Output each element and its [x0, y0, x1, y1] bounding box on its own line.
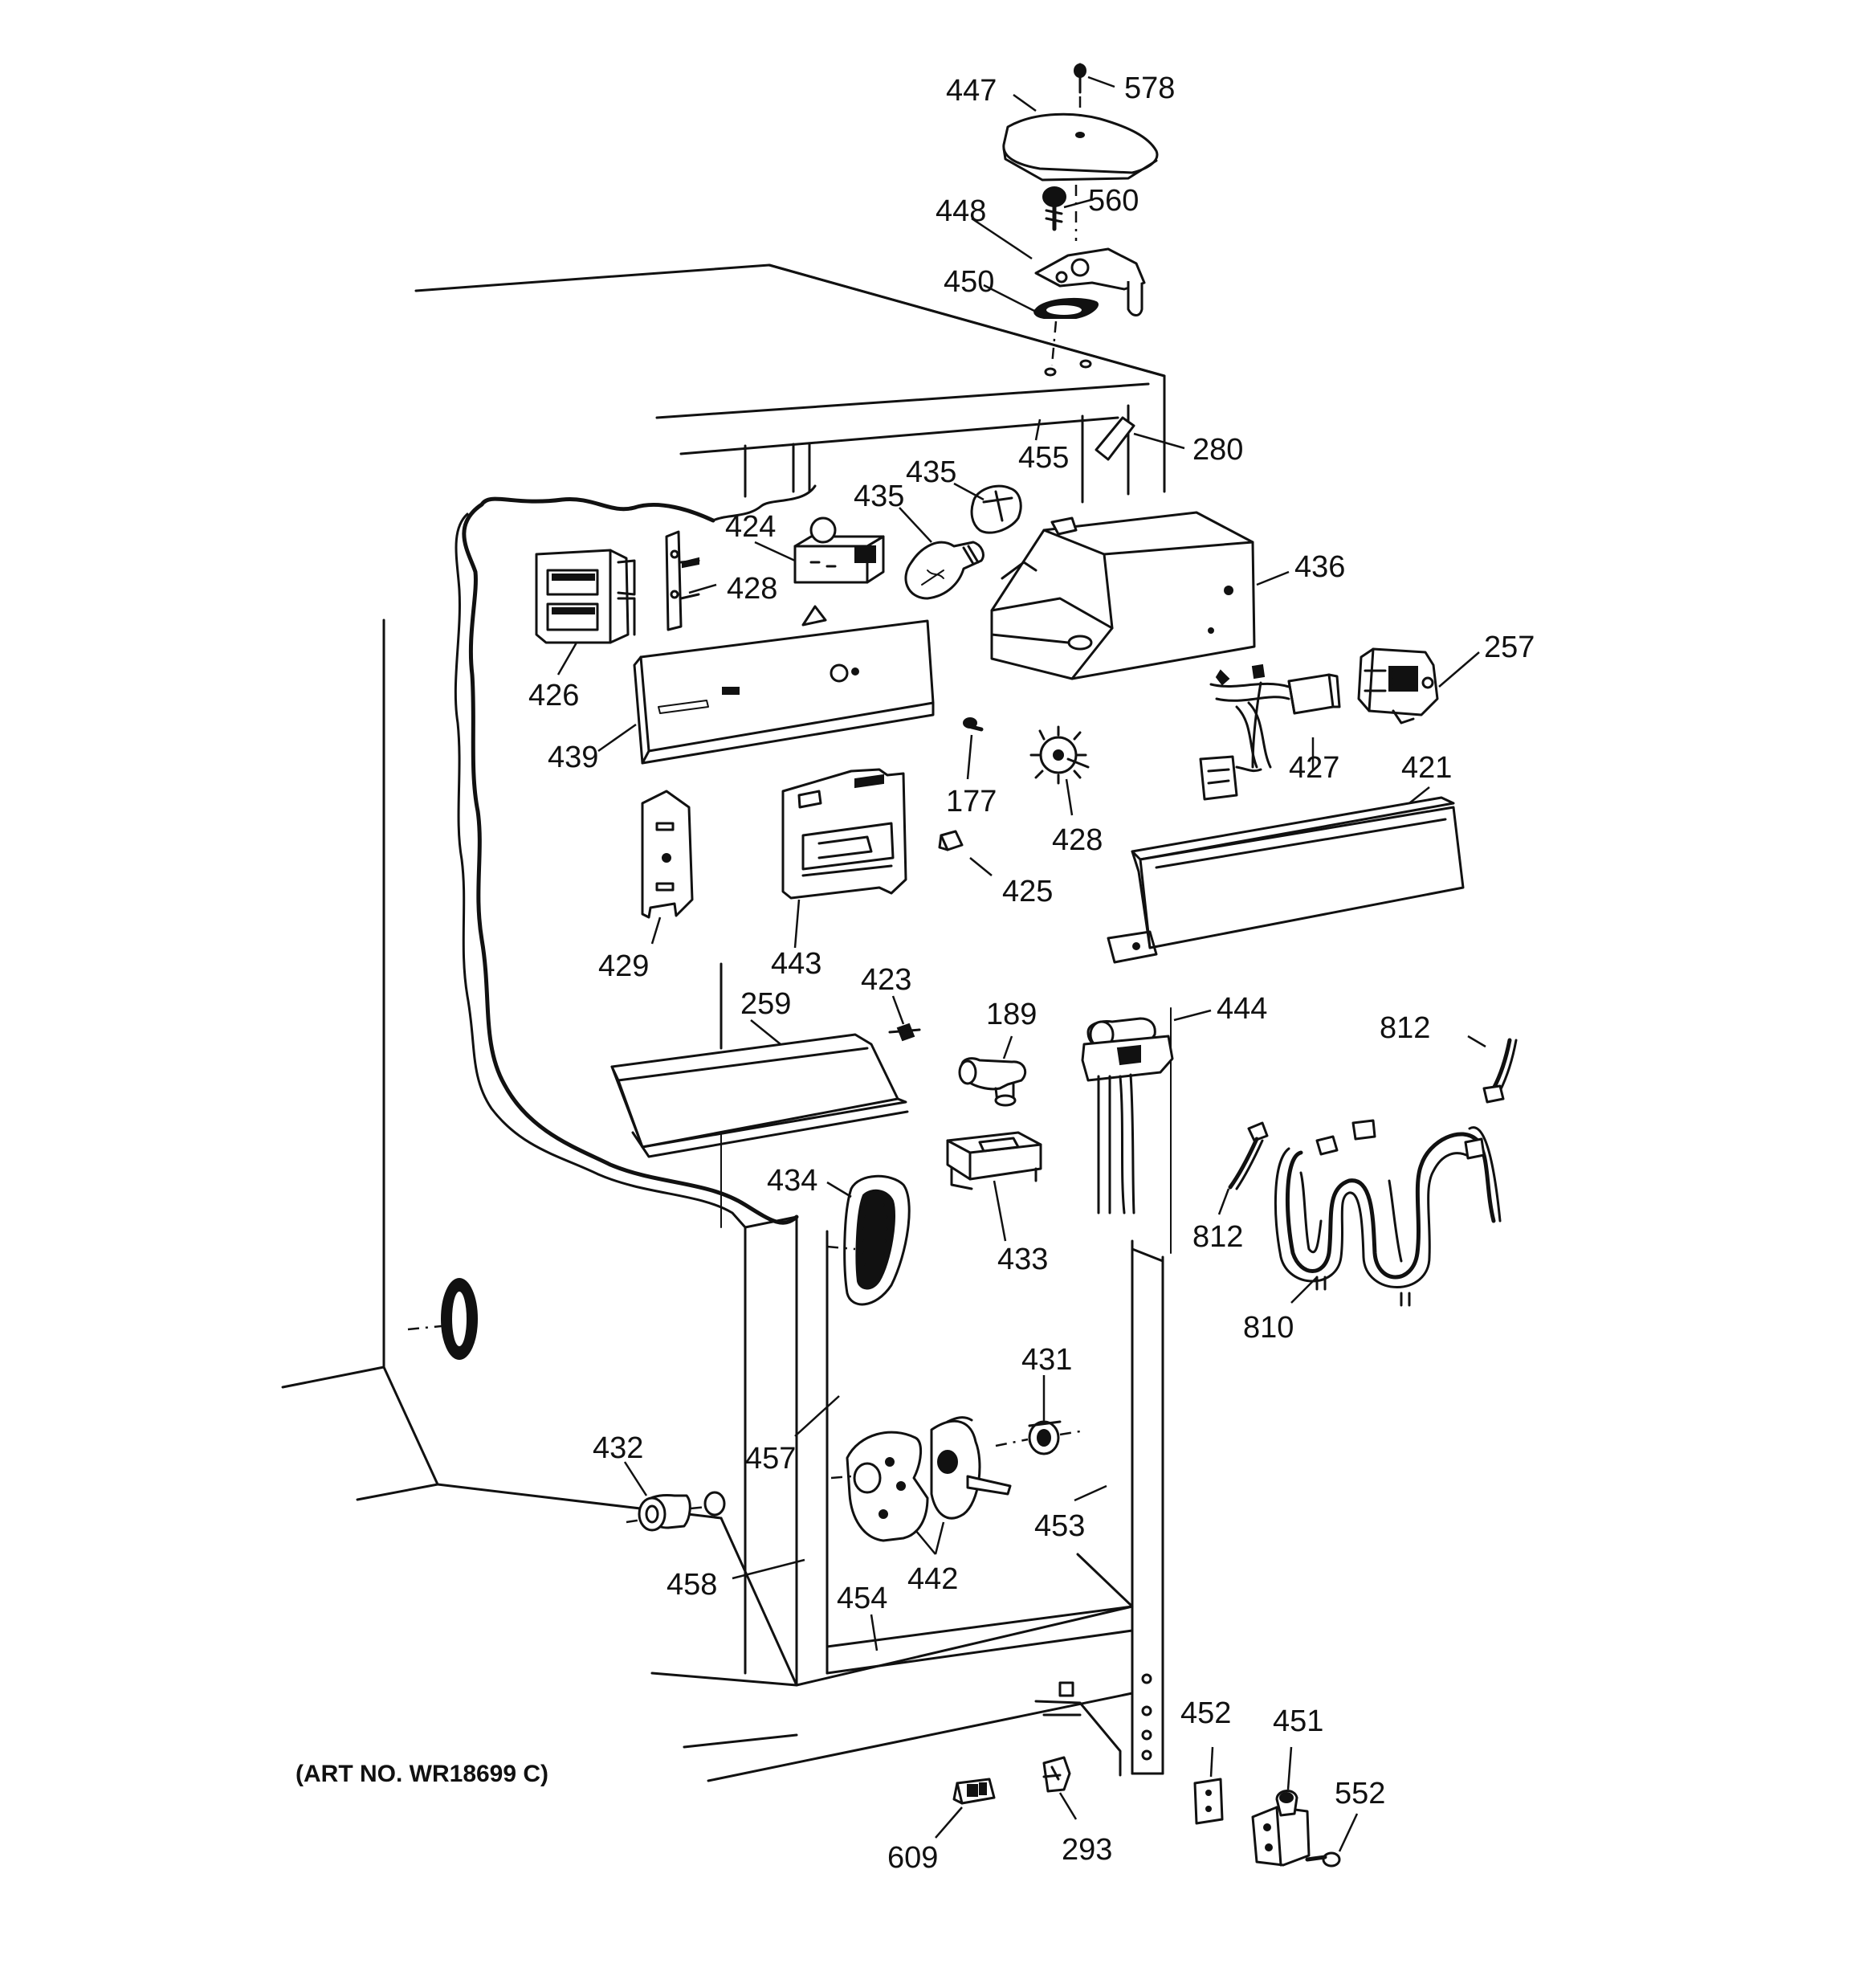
callout-433: 433 — [997, 1243, 1048, 1276]
callout-455: 455 — [1018, 441, 1069, 475]
rail-421 — [1107, 796, 1465, 964]
defrost-timer-257 — [1357, 647, 1439, 725]
callout-810: 810 — [1243, 1311, 1294, 1345]
hinge-451 — [1251, 1790, 1311, 1867]
switch-609 — [952, 1778, 996, 1805]
valve-assembly-444 — [1081, 1017, 1174, 1214]
callout-257: 257 — [1484, 631, 1535, 664]
callout-442: 442 — [907, 1562, 958, 1596]
callout-578: 578 — [1124, 71, 1175, 105]
callout-424: 424 — [725, 510, 776, 544]
callout-457: 457 — [745, 1442, 796, 1476]
callout-439: 439 — [548, 741, 598, 774]
callout-labels: 447 578 448 560 450 455 280 435 435 424 … — [296, 71, 1535, 1875]
gear-428-lower — [1029, 725, 1090, 785]
callout-421: 421 — [1401, 751, 1452, 785]
hinge-cover-assembly — [1002, 63, 1159, 377]
callout-436: 436 — [1294, 550, 1345, 584]
block-433 — [946, 1131, 1042, 1190]
block-425 — [938, 830, 964, 851]
callout-428-upper: 428 — [727, 572, 777, 606]
callout-454: 454 — [837, 1582, 887, 1615]
callout-452: 452 — [1180, 1696, 1231, 1730]
callout-435-socket: 435 — [906, 455, 956, 489]
callout-443: 443 — [771, 947, 821, 981]
cover-259 — [610, 962, 909, 1158]
clip-293 — [1042, 1756, 1071, 1793]
leader-lines — [556, 76, 1486, 1852]
screw-552 — [1305, 1851, 1341, 1868]
tube-812-upper — [1482, 1038, 1518, 1104]
wire-harness-427 — [1199, 663, 1341, 801]
heater-coil-810 — [1274, 1119, 1502, 1307]
channel-439 — [633, 605, 935, 765]
housing-426 — [535, 549, 636, 644]
callout-280: 280 — [1192, 433, 1243, 467]
callout-434: 434 — [767, 1164, 817, 1198]
switch-424 — [793, 516, 885, 584]
tee-fitting-189 — [958, 1057, 1027, 1107]
callout-458: 458 — [667, 1568, 717, 1602]
motor-assembly-442 — [830, 1416, 1012, 1542]
part-423 — [888, 1023, 921, 1042]
callout-447: 447 — [946, 74, 997, 108]
callout-426: 426 — [528, 679, 579, 712]
callout-609: 609 — [887, 1841, 938, 1875]
light-housing-436 — [990, 511, 1256, 680]
callout-425: 425 — [1002, 875, 1053, 908]
light-bulb-435 — [904, 541, 984, 600]
callout-444: 444 — [1217, 992, 1267, 1026]
callout-177: 177 — [946, 785, 997, 818]
plate-452 — [1193, 1778, 1224, 1825]
bracket-443 — [781, 768, 907, 900]
grille-434 — [826, 1174, 911, 1306]
callout-293: 293 — [1062, 1833, 1112, 1867]
screw-177 — [963, 717, 984, 732]
art-number-label: (ART NO. WR18699 C) — [296, 1761, 548, 1787]
callout-450: 450 — [944, 265, 994, 299]
callout-552: 552 — [1335, 1777, 1385, 1810]
callout-812-lower: 812 — [1192, 1220, 1243, 1254]
callout-448: 448 — [936, 194, 986, 228]
callout-435-bulb: 435 — [854, 480, 904, 513]
callout-423: 423 — [861, 963, 911, 997]
callout-451: 451 — [1273, 1704, 1323, 1738]
callout-812-upper: 812 — [1380, 1011, 1430, 1045]
bracket-428-upper — [665, 530, 700, 631]
cabinet-outline — [281, 263, 1172, 1782]
part-431 — [995, 1420, 1081, 1455]
tube-812-lower — [1228, 1121, 1269, 1190]
callout-560: 560 — [1088, 184, 1139, 218]
lamp-socket-435 — [970, 484, 1022, 534]
callout-427: 427 — [1289, 751, 1339, 785]
callout-429: 429 — [598, 949, 649, 983]
part-280-clip — [1095, 416, 1135, 461]
bracket-429 — [641, 790, 694, 919]
callout-189: 189 — [986, 998, 1037, 1031]
callout-428-lower: 428 — [1052, 823, 1103, 857]
callout-259: 259 — [740, 987, 791, 1021]
bushing-432 — [626, 1491, 726, 1532]
callout-453: 453 — [1034, 1509, 1085, 1543]
callout-432: 432 — [593, 1431, 643, 1465]
callout-431: 431 — [1021, 1343, 1072, 1377]
